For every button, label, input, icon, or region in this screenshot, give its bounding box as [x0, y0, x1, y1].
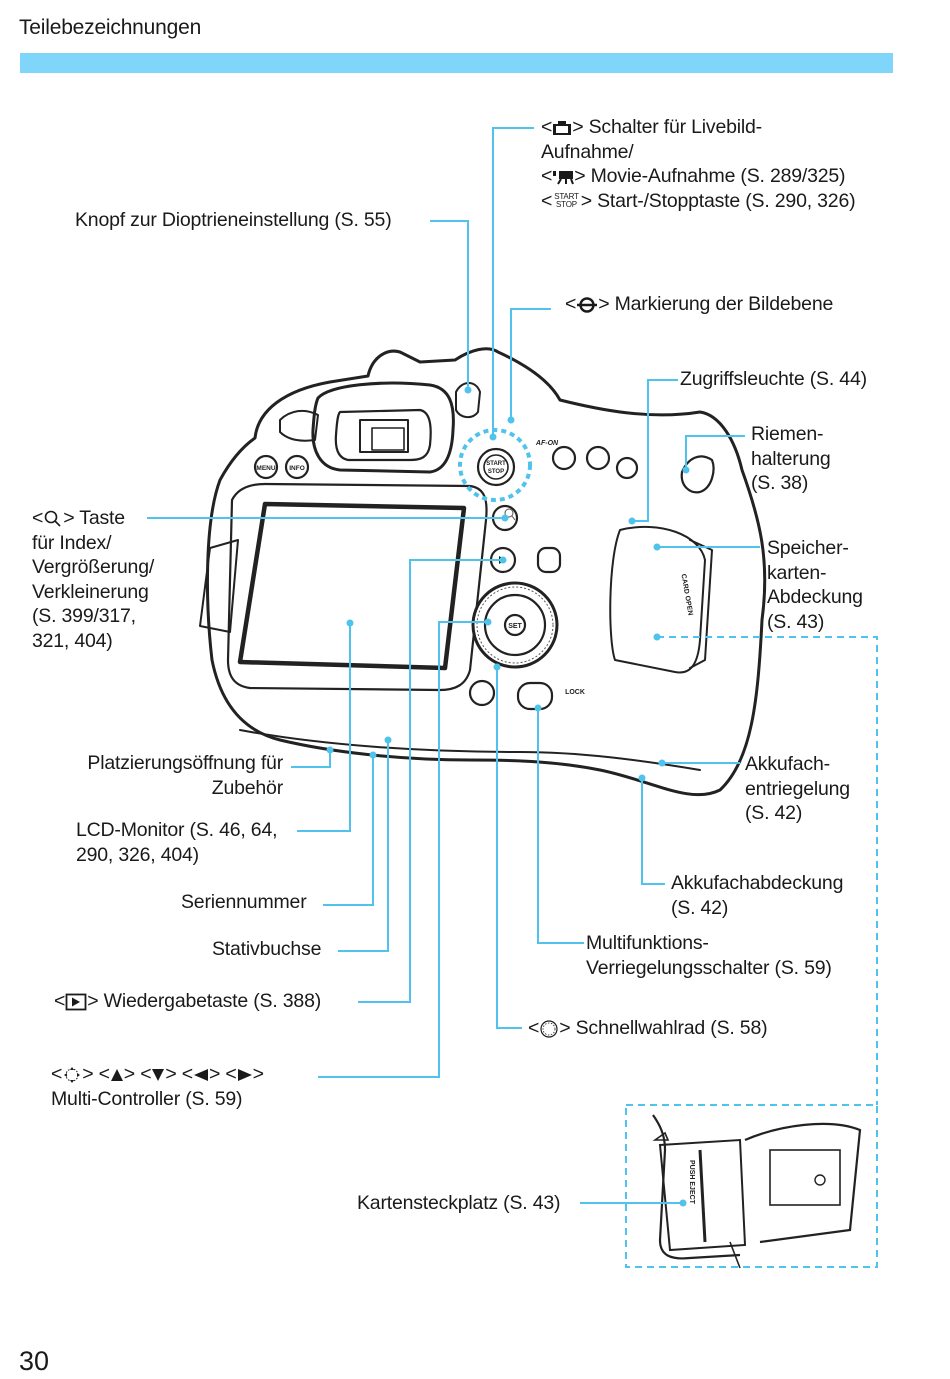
label-quick-control-dial: <> Schnellwahlrad (S. 58) — [528, 1017, 768, 1039]
push-eject-marking: PUSH EJECT — [688, 1160, 695, 1205]
af-on-marking: AF-ON — [535, 440, 559, 447]
magnify-icon — [44, 510, 61, 527]
focal-plane-icon — [577, 297, 598, 313]
dial-icon — [540, 1020, 558, 1038]
playback-icon — [65, 993, 87, 1011]
card-open-marking: CARD OPEN — [679, 573, 693, 616]
label-battery-release: Akkufach-entriegelung(S. 42) — [745, 753, 850, 824]
left-arrow-icon — [193, 1068, 208, 1081]
start-marking: START — [486, 461, 506, 467]
af-on-button-graphic — [551, 445, 577, 471]
label-diopter: Knopf zur Dioptrieneinstellung (S. 55) — [75, 209, 392, 231]
label-index-button: <> Taste für Index/ Vergrößerung/ Verkle… — [32, 507, 155, 652]
info-marking: INFO — [289, 465, 305, 472]
label-access-lamp: Zugriffsleuchte (S. 44) — [680, 368, 867, 390]
inset-connector-line — [657, 636, 878, 1105]
menu-button-graphic — [253, 454, 279, 480]
card-slot-inset: PUSH EJECT — [625, 1104, 878, 1269]
set-marking: SET — [508, 623, 522, 630]
label-multi-controller: <> <> <> <> <> Multi-Controller (S. 59) — [51, 1063, 264, 1110]
right-arrow-icon — [237, 1068, 252, 1081]
lock-switch-graphic — [516, 681, 554, 711]
stop-marking: STOP — [488, 469, 504, 475]
camera-icon — [553, 120, 572, 135]
label-card-slot: Kartensteckplatz (S. 43) — [357, 1192, 561, 1214]
label-card-cover: Speicher-karten-Abdeckung(S. 43) — [767, 537, 863, 633]
page-number: 30 — [19, 1346, 50, 1376]
label-battery-cover: Akkufachabdeckung(S. 42) — [671, 872, 844, 919]
label-focal-plane: <> Markierung der Bildebene — [565, 293, 834, 315]
label-multi-lock: Multifunktions-Verriegelungsschalter (S.… — [586, 932, 832, 979]
liveview-highlight-circle — [458, 428, 532, 502]
movie-icon — [553, 170, 575, 185]
leader-lines — [147, 127, 760, 1204]
up-arrow-icon — [110, 1068, 123, 1081]
label-playback: <> Wiedergabetaste (S. 388) — [54, 990, 322, 1012]
label-liveview-switch: <> Schalter für Livebild- Aufnahme/ <> M… — [541, 116, 856, 212]
camera-body-outline — [199, 347, 767, 797]
camera-buttons — [253, 445, 639, 711]
erase-button-graphic — [468, 679, 496, 707]
info-button-graphic — [284, 454, 310, 480]
label-serial-number: Seriennummer — [181, 891, 307, 913]
title-accent-bar — [20, 53, 893, 73]
leader-dots — [326, 386, 690, 1207]
multi-controller-icon — [64, 1066, 81, 1083]
section-title: Teilebezeichnungen — [19, 16, 202, 39]
label-tripod-socket: Stativbuchse — [212, 938, 322, 960]
q-button-graphic — [536, 546, 562, 574]
lock-marking: LOCK — [565, 689, 585, 696]
label-lcd-monitor: LCD-Monitor (S. 46, 64,290, 326, 404) — [76, 819, 278, 866]
menu-marking: MENU — [256, 465, 275, 472]
label-strap-mount: Riemen-halterung(S. 38) — [751, 423, 831, 494]
down-arrow-icon — [152, 1068, 165, 1081]
